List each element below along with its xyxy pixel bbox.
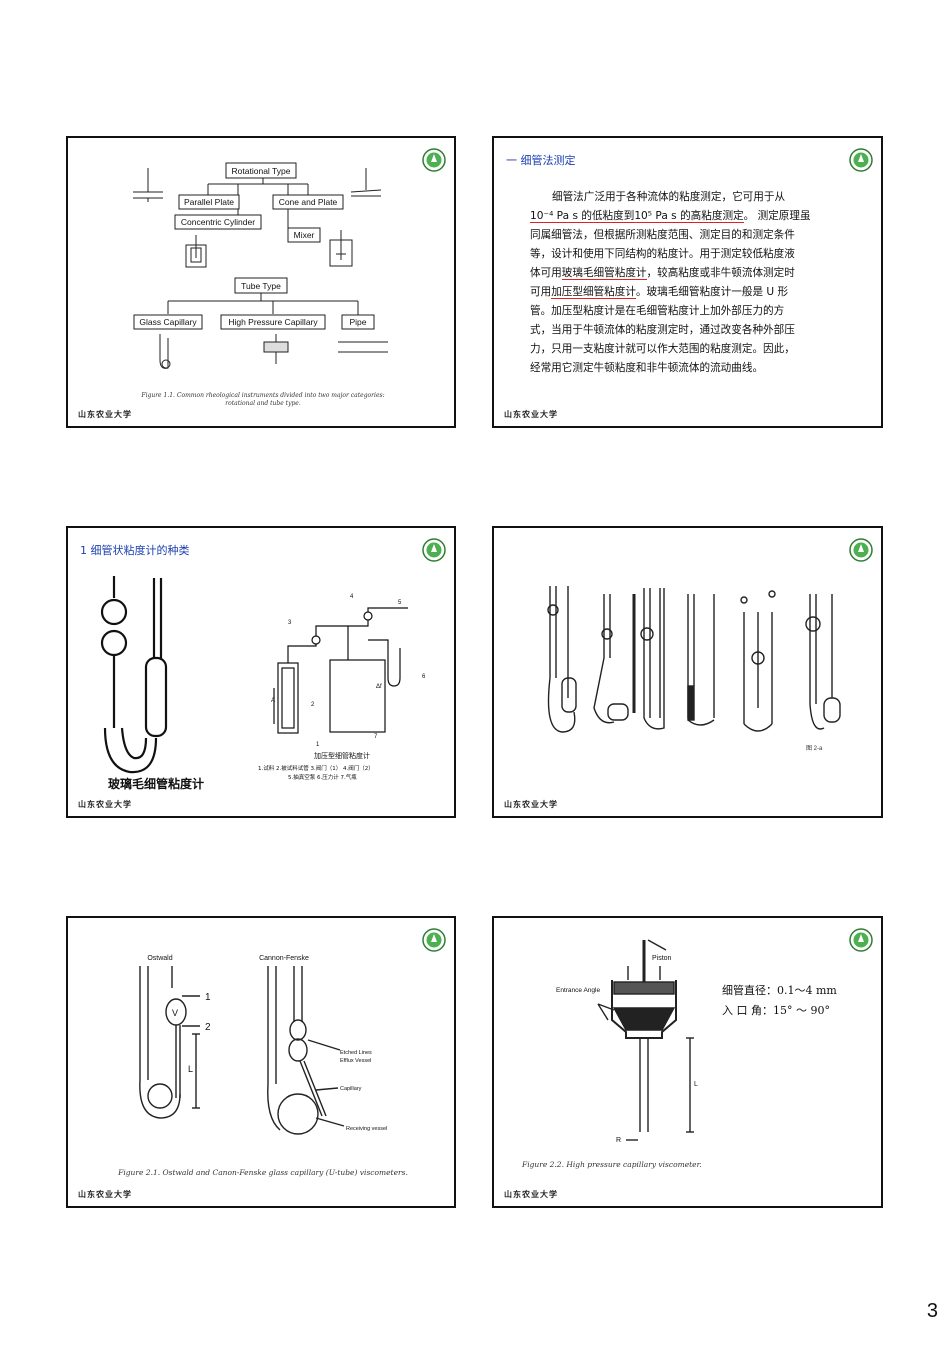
apparatus-legend-line2: 5.抽真空泵 6.压力计 7.气瓶 xyxy=(288,773,357,781)
cannon-fenske-label: Cannon-Fenske xyxy=(259,955,309,962)
box-cone-and-plate: Cone and Plate xyxy=(279,197,338,207)
entrance-angle-label: Entrance Angle xyxy=(556,987,600,994)
footer-university: 山东农业大学 xyxy=(78,799,132,809)
ostwald-label: Ostwald xyxy=(147,955,172,962)
label-1: 1 xyxy=(316,742,320,748)
slide-viscometer-gallery: 图 2-a 山东农业大学 xyxy=(492,526,883,818)
etched-lines-label: Etched Lines xyxy=(340,1050,372,1056)
box-glass-capillary: Glass Capillary xyxy=(139,317,197,327)
pressure-capillary-label: 加压型细管粘度计 xyxy=(314,751,370,760)
pressure-capillary-underline: 加压型细管粘度计 xyxy=(551,286,636,299)
label-4: 4 xyxy=(350,594,354,600)
entrance-angle-spec: 入 口 角：15° ～ 90° xyxy=(722,1004,830,1017)
slide-capillary-viscometer-types: 1 细管状粘度计的种类 xyxy=(66,526,456,818)
university-logo-icon xyxy=(422,148,446,172)
capillary-diameter-spec: 细管直径：0.1～4 mm xyxy=(722,984,837,997)
length-label: L xyxy=(694,1081,698,1088)
footer-university: 山东农业大学 xyxy=(78,409,132,419)
box-mixer: Mixer xyxy=(294,230,315,240)
slide-ostwald-cannon: 1 2 V L Ostwald Cannon-Fenske Etched Lin… xyxy=(66,916,456,1208)
para-line: 细管法广泛用于各种流体的粘度测定，它可用于从 xyxy=(552,191,786,203)
para-line: 同属细管法，但根据所测粘度范围、测定目的和测定条件 xyxy=(530,229,795,241)
footer-university: 山东农业大学 xyxy=(504,1189,558,1199)
receiving-vessel-label: Receiving vessel xyxy=(346,1126,387,1132)
slide-high-pressure-viscometer: Piston Entrance Angle L R 细管直径：0.1～4 mm … xyxy=(492,916,883,1208)
box-parallel-plate: Parallel Plate xyxy=(184,197,234,207)
para-segment: 可用 xyxy=(530,286,552,298)
box-tube-type: Tube Type xyxy=(241,281,281,291)
university-logo-icon xyxy=(849,538,873,562)
label-5: 5 xyxy=(398,600,402,606)
label-delta-f: Δf xyxy=(376,684,382,690)
university-logo-icon xyxy=(422,928,446,952)
para-segment: 。 测定原理虽 xyxy=(743,210,811,222)
figure-label: 图 2-a xyxy=(806,745,823,752)
label-2: 2 xyxy=(311,702,315,708)
box-concentric-cylinder: Concentric Cylinder xyxy=(181,217,255,227)
piston-label: Piston xyxy=(652,955,672,962)
slide-title: 一 细管法测定 xyxy=(506,154,576,167)
university-logo-icon xyxy=(849,148,873,172)
mark-l: L xyxy=(188,1064,193,1074)
para-segment: 体可用 xyxy=(530,267,562,279)
mark-2: 2 xyxy=(205,1022,211,1033)
page-number: 3 xyxy=(926,1300,938,1322)
glass-capillary-underline: 玻璃毛细管粘度计 xyxy=(561,267,647,280)
viscosity-range-underline: 10⁻⁴ Pa s 的低粘度到10⁵ Pa s 的高粘度测定 xyxy=(530,210,744,223)
radius-label: R xyxy=(616,1137,621,1144)
efflux-vessel-label: Efflux Vessel xyxy=(340,1058,371,1064)
figure-caption-line1: Figure 1.1. Common rheological instrumen… xyxy=(141,392,385,399)
figure-caption-line2: rotational and tube type. xyxy=(225,400,301,407)
footer-university: 山东农业大学 xyxy=(504,409,558,419)
label-6: 6 xyxy=(422,674,426,680)
footer-university: 山东农业大学 xyxy=(78,1189,132,1199)
mark-1: 1 xyxy=(205,992,211,1003)
ostwald-cannon-diagram: 1 2 V L Ostwald Cannon-Fenske Etched Lin… xyxy=(139,955,387,1135)
high-pressure-viscometer-diagram: Piston Entrance Angle L R xyxy=(556,939,698,1144)
box-high-pressure-capillary: High Pressure Capillary xyxy=(228,317,318,327)
para-line: 式，当用于牛顿流体的粘度测定时，通过改变各种外部压 xyxy=(530,324,795,336)
figure-caption: Figure 2.2. High pressure capillary visc… xyxy=(522,1160,702,1169)
glass-capillary-label: 玻璃毛细管粘度计 xyxy=(108,776,204,791)
university-logo-icon xyxy=(849,928,873,952)
label-a: A xyxy=(271,698,275,704)
rheometer-categories-diagram: Rotational Type Parallel Plate Cone and … xyxy=(133,162,388,369)
apparatus-legend-line1: 1.试料 2.被试料试管 3.阀门（1） 4.阀门（2） xyxy=(258,764,374,772)
para-line: 力，只用一支粘度计就可以作大范围的粘度测定。因此， xyxy=(530,343,795,355)
slide-rheological-instruments: Rotational Type Parallel Plate Cone and … xyxy=(66,136,456,428)
slide-capillary-method: 一 细管法测定 细管法广泛用于各种流体的粘度测定，它可用于从 10⁻⁴ Pa s… xyxy=(492,136,883,428)
slide-title: 1 细管状粘度计的种类 xyxy=(80,544,190,557)
figure-caption: Figure 2.1. Ostwald and Canon-Fenske gla… xyxy=(118,1168,408,1177)
viscometer-gallery-diagram: 图 2-a xyxy=(547,586,841,752)
capillary-method-paragraph: 细管法广泛用于各种流体的粘度测定，它可用于从 10⁻⁴ Pa s 的低粘度到10… xyxy=(530,188,856,378)
university-logo-icon xyxy=(422,538,446,562)
para-segment: ，较高粘度或非牛顿流体测定时 xyxy=(646,267,795,279)
capillary-label: Capillary xyxy=(340,1086,362,1092)
para-line: 经常用它测定牛顿粘度和非牛顿流体的流动曲线。 xyxy=(530,362,764,374)
para-line: 等，设计和使用下同结构的粘度计。用于测定较低粘度液 xyxy=(530,248,795,260)
footer-university: 山东农业大学 xyxy=(504,799,558,809)
label-7: 7 xyxy=(374,734,378,740)
para-line: 管。加压型粘度计是在毛细管粘度计上加外部压力的方 xyxy=(530,305,785,317)
para-segment: 。玻璃毛细管粘度计一般是 U 形 xyxy=(635,286,789,298)
mark-v: V xyxy=(172,1008,178,1018)
box-pipe: Pipe xyxy=(349,317,366,327)
box-rotational-type: Rotational Type xyxy=(232,166,291,176)
label-3: 3 xyxy=(288,620,292,626)
viscometer-types-diagram: A 2 1 3 4 5 6 7 Δf 玻璃毛细管粘度计 加压型细管粘度计 1.试… xyxy=(100,576,426,791)
